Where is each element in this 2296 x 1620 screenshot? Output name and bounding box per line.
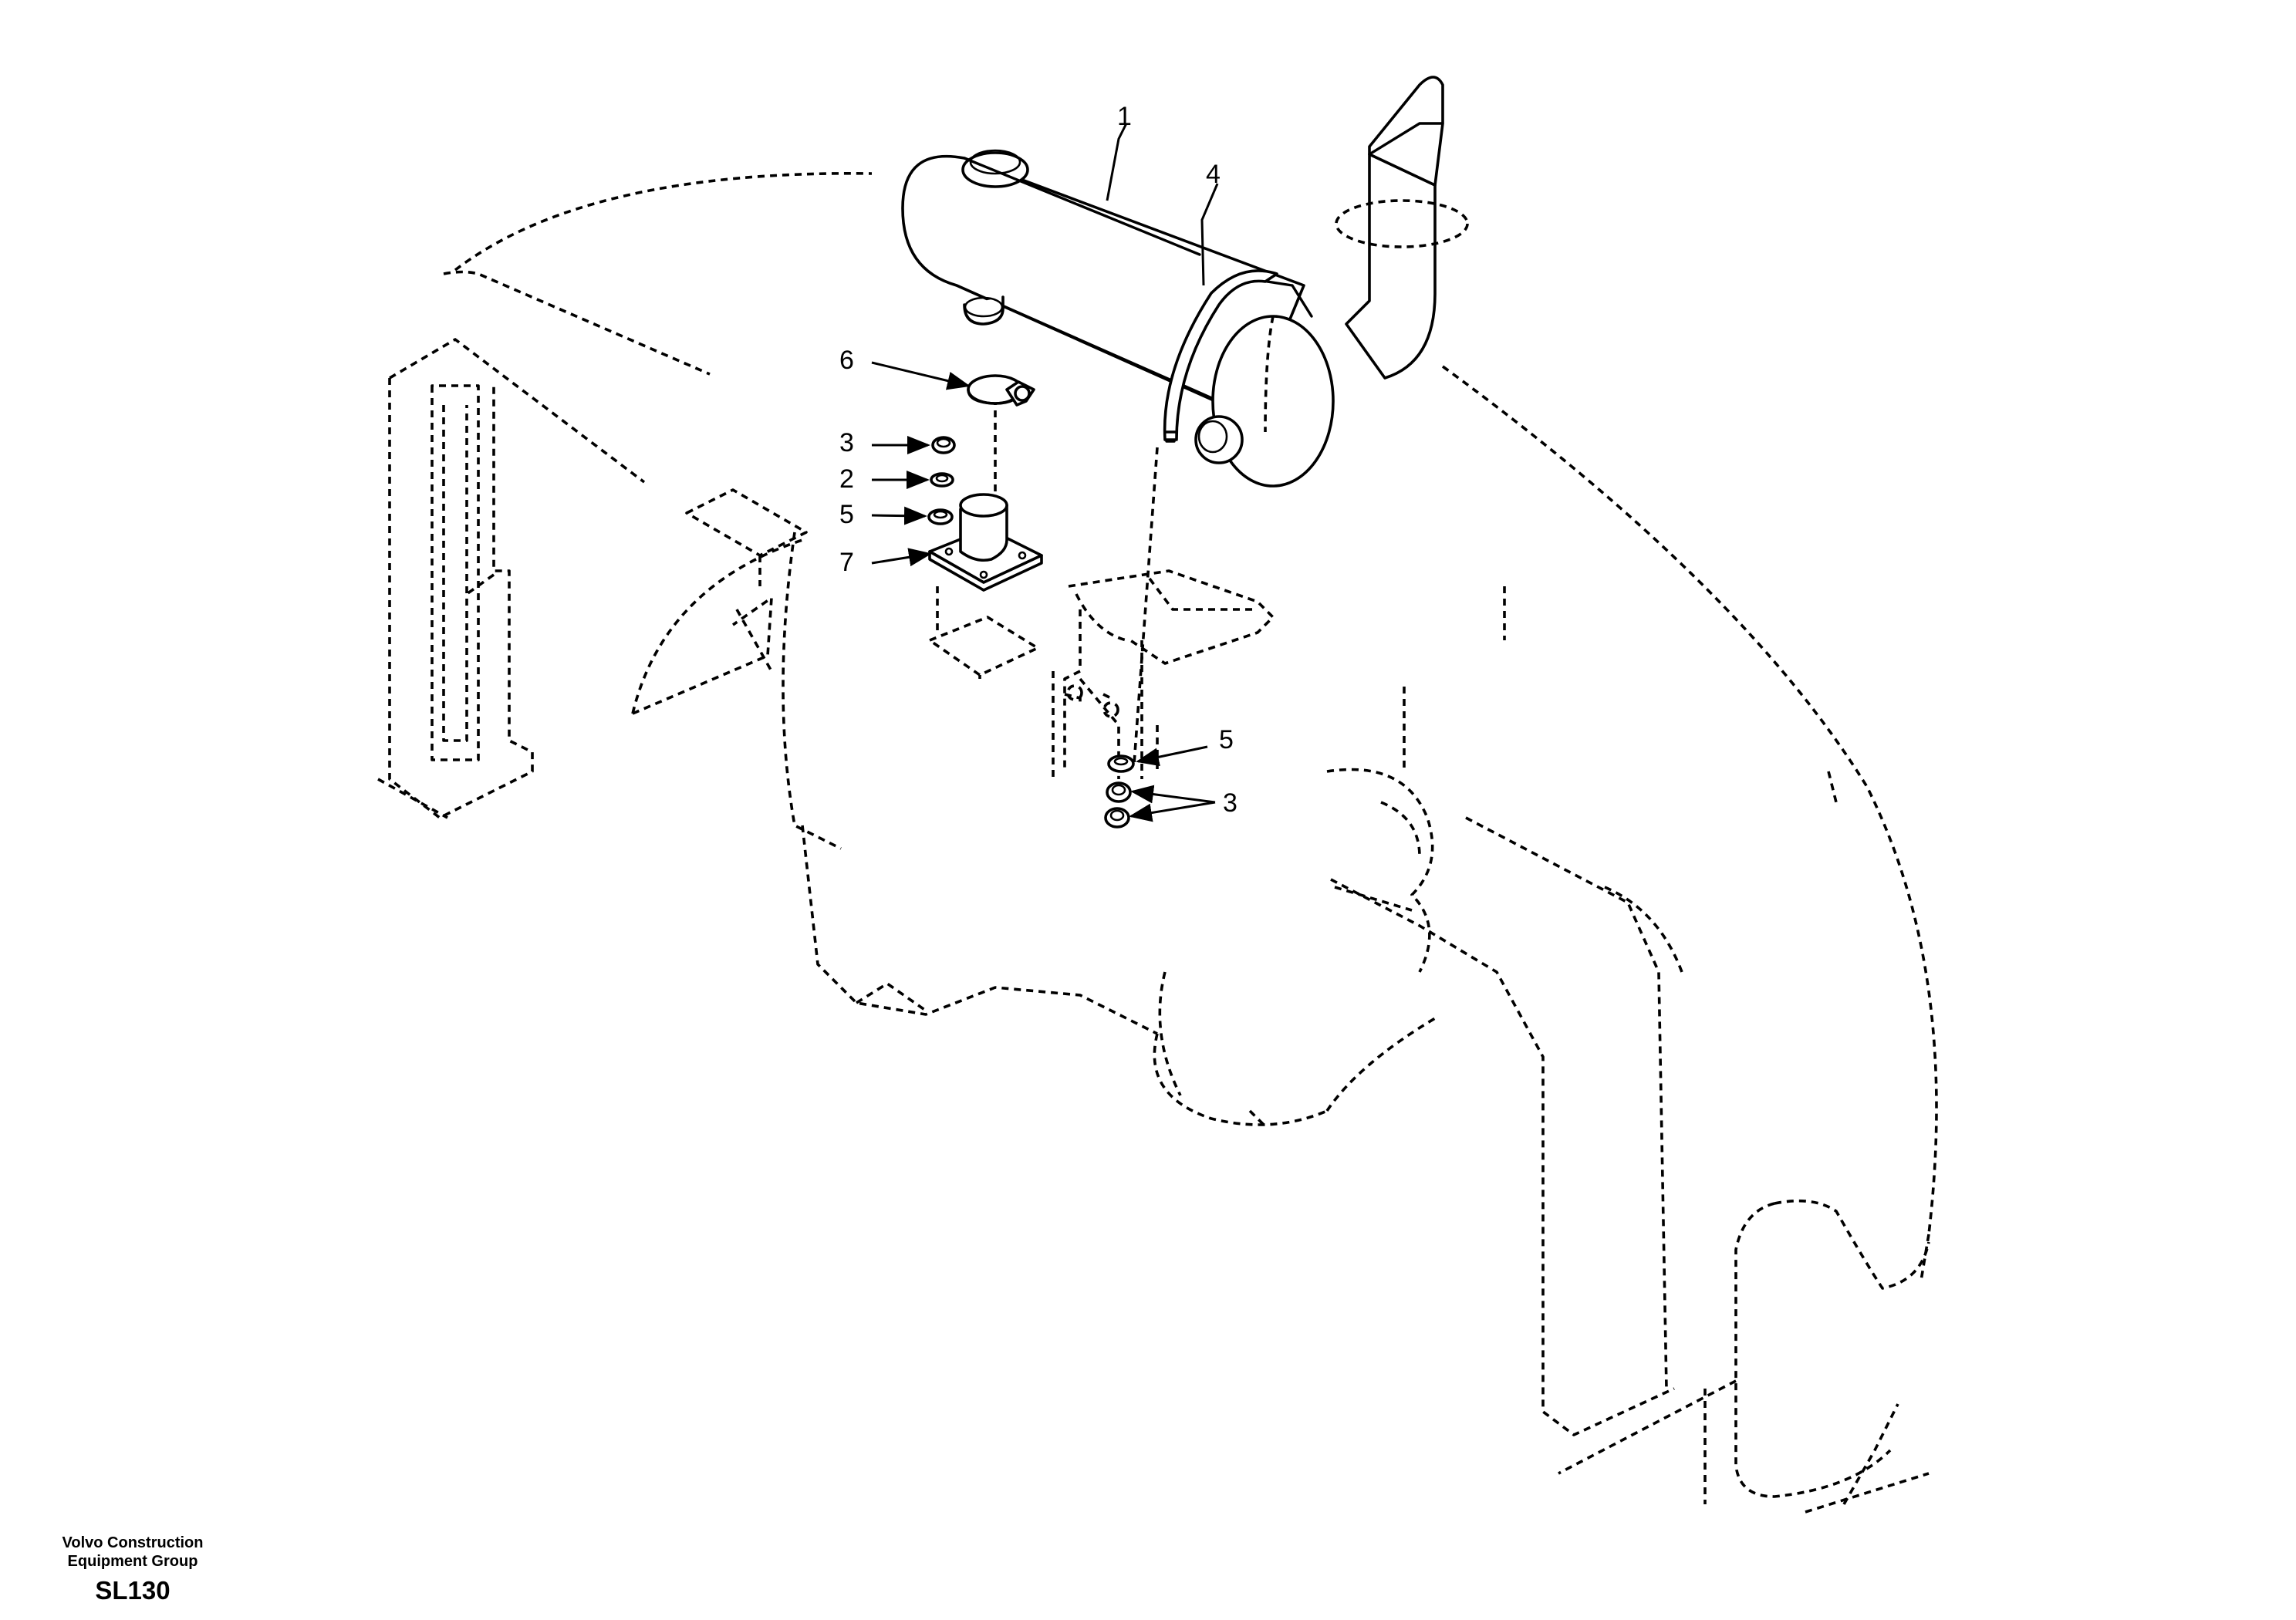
lower-nut-upper [1106, 781, 1132, 803]
footer-block: Volvo Construction Equipment Group SL130 [40, 1534, 225, 1606]
callout-6: 6 [839, 346, 854, 375]
lower-washer [1107, 754, 1135, 773]
flange-pipe [928, 493, 1043, 592]
callout-1: 1 [1117, 102, 1132, 131]
muffler [901, 149, 1335, 488]
callout-7: 7 [839, 548, 854, 577]
tail-pipe [1335, 76, 1469, 380]
callout-3-lower: 3 [1223, 788, 1237, 818]
leader-lines [871, 123, 1219, 822]
model-code: SL130 [95, 1576, 171, 1605]
company-name-line1: Volvo Construction [62, 1534, 204, 1551]
callout-3-upper: 3 [839, 428, 854, 457]
flat-washer [927, 508, 954, 525]
band-strap [1163, 269, 1278, 443]
clamp [967, 374, 1035, 407]
callout-5-upper: 5 [839, 500, 854, 529]
machine-frame-phantom-outline [377, 172, 1938, 1514]
callout-5-lower: 5 [1219, 725, 1234, 754]
callout-2: 2 [839, 464, 854, 494]
nut [931, 436, 956, 454]
callout-4: 4 [1206, 160, 1221, 189]
lock-washer [930, 472, 954, 488]
company-name-line2: Equipment Group [67, 1553, 198, 1570]
lower-nut-lower [1104, 807, 1130, 829]
